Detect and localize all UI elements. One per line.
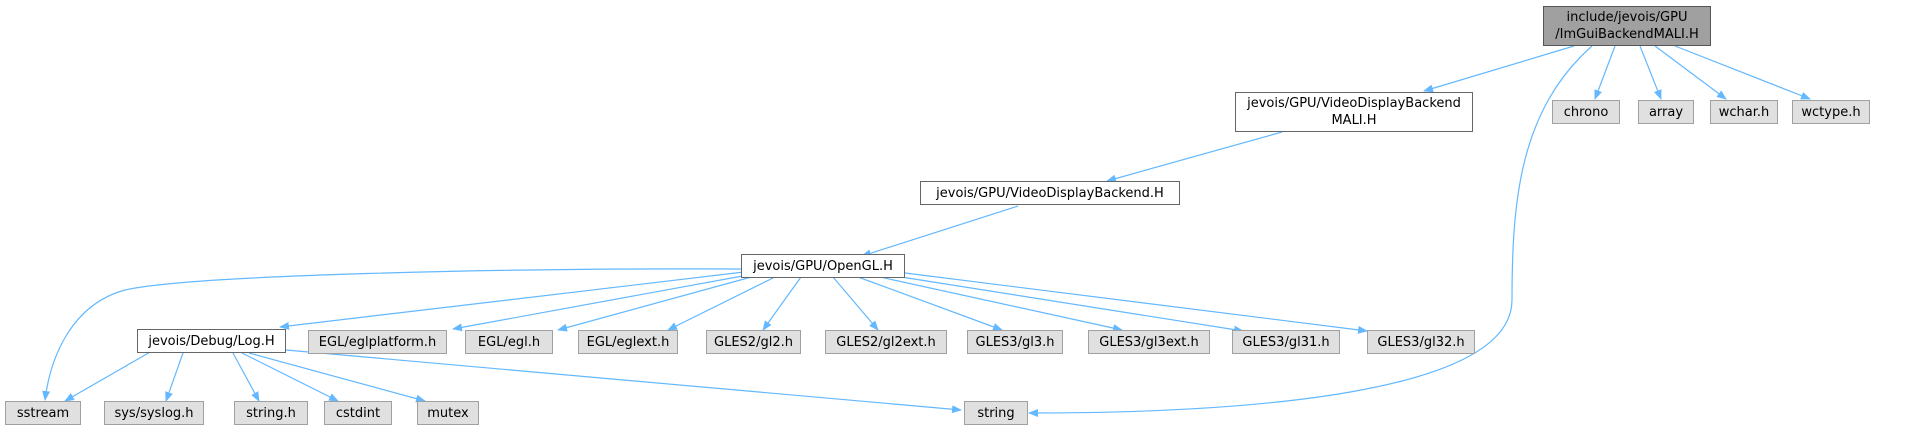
node-egl-h[interactable]: EGL/egl.h: [465, 330, 553, 354]
node-cstdint-label: cstdint: [335, 405, 381, 421]
node-gles3-gl3-h-label: GLES3/gl3.h: [975, 334, 1055, 350]
node-wchar-h[interactable]: wchar.h: [1710, 100, 1778, 124]
node-gles3-gl3-h[interactable]: GLES3/gl3.h: [967, 330, 1063, 354]
edge-opengl-to-eglplatform: [452, 274, 749, 332]
edge-opengl-to-gl32: [904, 272, 1368, 334]
node-sstream[interactable]: sstream: [5, 401, 81, 425]
node-root-imguibackendmali[interactable]: include/jevois/GPU /ImGuiBackendMALI.H: [1543, 6, 1711, 46]
node-wctype-h-label: wctype.h: [1801, 104, 1861, 120]
edge-root-to-chrono: [1594, 45, 1616, 100]
node-videodisplaybackend-label: jevois/GPU/VideoDisplayBackend.H: [936, 185, 1164, 201]
edge-root-to-wchar: [1654, 45, 1727, 100]
node-eglplatform-h[interactable]: EGL/eglplatform.h: [308, 330, 447, 354]
edge-log-to-cstdint: [241, 352, 339, 402]
edge-root-to-vdb-mali: [1423, 45, 1575, 93]
edge-root-to-array: [1639, 45, 1662, 100]
node-gles3-gl32-h[interactable]: GLES3/gl32.h: [1367, 330, 1475, 354]
edge-log-to-stringh: [232, 352, 260, 402]
edge-opengl-to-egl: [557, 275, 756, 332]
edge-opengl-to-gl2ext: [832, 276, 879, 331]
node-eglext-h[interactable]: EGL/eglext.h: [578, 330, 678, 354]
node-mutex-label: mutex: [427, 405, 469, 421]
node-array-label: array: [1648, 104, 1684, 120]
node-sys-syslog-h-label: sys/syslog.h: [114, 405, 194, 421]
edge-opengl-to-log: [279, 271, 745, 330]
node-wctype-h[interactable]: wctype.h: [1792, 100, 1870, 124]
edge-opengl-to-gl3: [857, 276, 1003, 331]
node-gles3-gl3ext-h-label: GLES3/gl3ext.h: [1099, 334, 1199, 350]
edge-vdb-to-opengl: [861, 205, 1019, 258]
edge-opengl-to-gl2: [762, 276, 802, 331]
node-sys-syslog-h[interactable]: sys/syslog.h: [104, 401, 204, 425]
edge-opengl-to-gl31: [894, 275, 1244, 334]
node-sstream-label: sstream: [16, 405, 70, 421]
node-videodisplaybackend-mali-line1: jevois/GPU/VideoDisplayBackend: [1247, 96, 1461, 111]
node-gles2-gl2ext-h[interactable]: GLES2/gl2ext.h: [825, 330, 947, 354]
node-gles2-gl2ext-h-label: GLES2/gl2ext.h: [836, 334, 936, 350]
edge-opengl-to-gl3ext: [879, 276, 1123, 332]
edge-log-to-string: [285, 349, 962, 414]
edge-opengl-to-eglext: [667, 276, 776, 331]
node-root-line1: include/jevois/GPU: [1566, 10, 1688, 25]
node-cstdint[interactable]: cstdint: [324, 401, 392, 425]
node-chrono[interactable]: chrono: [1552, 100, 1620, 124]
node-string-h[interactable]: string.h: [234, 401, 308, 425]
node-debug-log-label: jevois/Debug/Log.H: [148, 333, 275, 349]
node-eglext-h-label: EGL/eglext.h: [586, 334, 670, 350]
node-opengl[interactable]: jevois/GPU/OpenGL.H: [741, 254, 905, 278]
node-gles3-gl31-h-label: GLES3/gl31.h: [1242, 334, 1330, 350]
node-root-line2: /ImGuiBackendMALI.H: [1555, 27, 1699, 42]
edge-log-to-sstream: [64, 350, 153, 402]
node-debug-log[interactable]: jevois/Debug/Log.H: [137, 329, 286, 353]
node-videodisplaybackend-mali[interactable]: jevois/GPU/VideoDisplayBackend MALI.H: [1235, 92, 1473, 132]
node-wchar-h-label: wchar.h: [1718, 104, 1770, 120]
node-gles2-gl2-h-label: GLES2/gl2.h: [714, 334, 793, 350]
node-gles3-gl3ext-h[interactable]: GLES3/gl3ext.h: [1088, 330, 1210, 354]
node-videodisplaybackend-mali-line2: MALI.H: [1331, 113, 1377, 128]
node-egl-h-label: EGL/egl.h: [477, 334, 541, 350]
node-videodisplaybackend[interactable]: jevois/GPU/VideoDisplayBackend.H: [920, 181, 1180, 205]
node-string[interactable]: string: [964, 401, 1028, 425]
edge-root-to-string: [1028, 45, 1593, 417]
node-chrono-label: chrono: [1563, 104, 1609, 120]
node-eglplatform-h-label: EGL/eglplatform.h: [318, 334, 437, 350]
node-gles3-gl31-h[interactable]: GLES3/gl31.h: [1232, 330, 1340, 354]
edge-vdb-mali-to-vdb: [1106, 131, 1283, 183]
node-mutex[interactable]: mutex: [417, 401, 479, 425]
edge-log-to-mutex: [248, 352, 426, 403]
node-gles2-gl2-h[interactable]: GLES2/gl2.h: [706, 330, 801, 354]
node-string-label: string: [977, 405, 1015, 421]
node-array[interactable]: array: [1638, 100, 1694, 124]
edge-root-to-wctype: [1674, 45, 1811, 100]
node-string-h-label: string.h: [246, 405, 296, 421]
edge-log-to-syslog: [165, 352, 184, 402]
node-gles3-gl32-h-label: GLES3/gl32.h: [1377, 334, 1465, 350]
edge-opengl-to-sstream: [42, 268, 742, 401]
node-opengl-label: jevois/GPU/OpenGL.H: [753, 258, 893, 274]
